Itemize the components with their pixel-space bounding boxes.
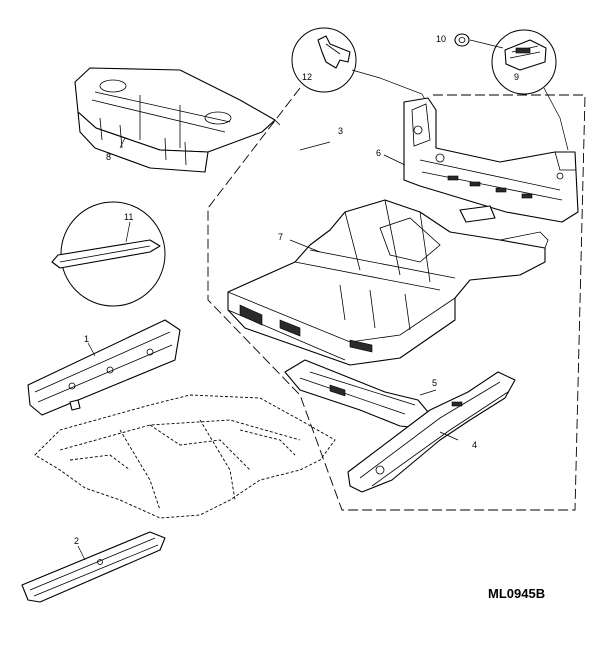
callout-12: 12 xyxy=(302,72,312,82)
part-6-rear-panel xyxy=(403,97,579,223)
callout-11: 11 xyxy=(124,212,133,222)
callout-4: 4 xyxy=(472,440,477,450)
callout-7: 7 xyxy=(278,232,283,242)
part-10-nut xyxy=(454,33,470,47)
callout-3: 3 xyxy=(338,126,343,136)
callout-10: 10 xyxy=(436,34,446,44)
part-1-cross-panel xyxy=(27,319,181,416)
part-9-detail-circle xyxy=(491,29,557,95)
callout-8: 8 xyxy=(106,152,111,162)
callout-1: 1 xyxy=(84,334,89,344)
assembly-boundary xyxy=(207,87,586,511)
leader-10 xyxy=(469,39,504,49)
part-12-detail-circle xyxy=(291,27,357,93)
part-8-parcel-shelf xyxy=(74,67,281,173)
front-floor-outline xyxy=(34,394,336,519)
part-11-detail-circle xyxy=(51,201,166,307)
part-5-crossmember xyxy=(284,359,429,429)
leader-9 xyxy=(543,87,569,151)
leader-lines xyxy=(77,137,459,561)
callout-6: 6 xyxy=(376,148,381,158)
callout-9: 9 xyxy=(514,72,519,82)
part-2-sill xyxy=(21,531,166,603)
drawing-code: ML0945B xyxy=(488,586,545,601)
callout-5: 5 xyxy=(432,378,437,388)
part-4-rear-longitudinal xyxy=(347,371,516,493)
callout-2: 2 xyxy=(74,536,79,546)
part-7-rear-floor xyxy=(227,199,549,366)
